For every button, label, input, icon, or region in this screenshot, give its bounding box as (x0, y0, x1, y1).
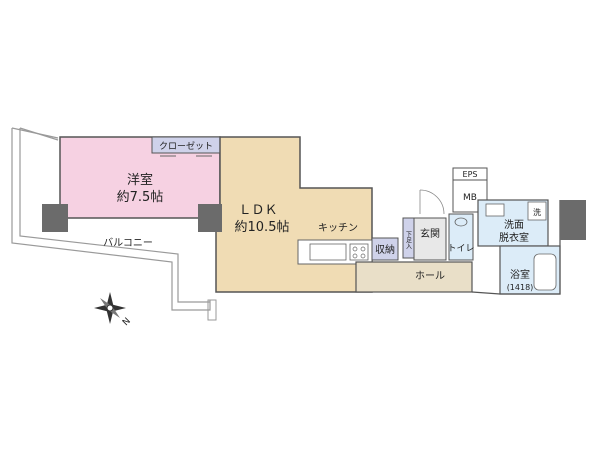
ldk-label: ＬＤＫ (238, 203, 277, 218)
washroom-label-line1: 洗面 (504, 219, 524, 231)
ldk-size: 約10.5帖 (235, 220, 290, 235)
entrance-label: 玄関 (420, 227, 440, 240)
compass-icon (94, 292, 126, 324)
western-room-label: 洋室 (127, 172, 153, 188)
washer-label: 洗 (533, 207, 541, 217)
entrance (413, 217, 447, 261)
balcony-label: バルコニー (103, 237, 153, 249)
structural-columns (42, 200, 586, 240)
hall (355, 261, 473, 293)
closet-label: クローゼット (159, 140, 213, 152)
eps-label: EPS (463, 170, 478, 179)
balcony (11, 127, 217, 321)
kitchen-counter (297, 239, 373, 265)
shoe-box-label: 下足入 (405, 231, 412, 249)
washroom-label-line2: 脱衣室 (499, 231, 529, 244)
western-room-size: 約7.5帖 (117, 190, 164, 205)
storage-label: 収納 (375, 243, 395, 256)
compass-label: N (121, 316, 133, 328)
kitchen-label: キッチン (318, 222, 358, 234)
storage (371, 237, 399, 261)
washer-area (527, 201, 547, 221)
hall-label: ホール (415, 270, 445, 282)
toilet-label: トイレ (447, 244, 474, 254)
mb-label: MB (463, 193, 477, 203)
bathroom-size: (1418) (507, 283, 534, 292)
toilet (448, 213, 474, 261)
bathroom-label: 浴室 (510, 268, 530, 281)
